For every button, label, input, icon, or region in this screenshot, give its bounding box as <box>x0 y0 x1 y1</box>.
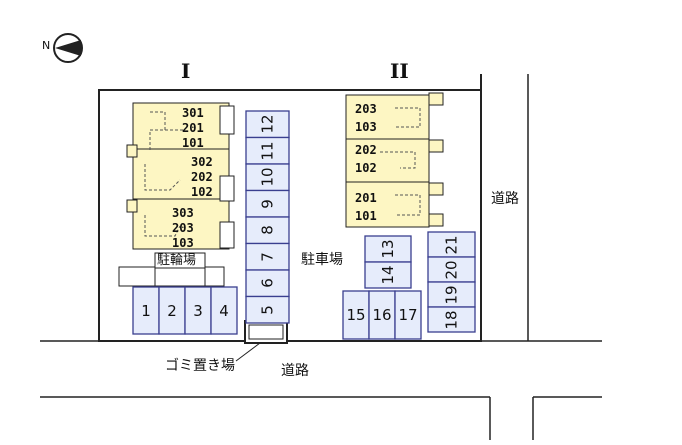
parking-layer <box>132 110 476 340</box>
unit-label: 302 <box>191 155 213 169</box>
unit-label: 201 <box>182 121 204 135</box>
parking-space <box>245 216 290 245</box>
building-2 <box>345 92 444 228</box>
building-1 <box>126 102 235 250</box>
unit-label: 202 <box>355 143 377 157</box>
road-lines <box>40 74 602 440</box>
unit-label: 203 <box>355 102 377 116</box>
parking-space <box>245 163 290 192</box>
north-arrow-icon <box>53 33 83 63</box>
parking-space <box>364 235 412 263</box>
bicycle-parking-label: 駐輪場 <box>157 253 197 268</box>
garbage-area <box>235 320 288 362</box>
road-bottom-label: 道路 <box>281 363 309 379</box>
unit-label: 301 <box>182 106 204 120</box>
road-right-label: 道路 <box>491 191 519 207</box>
parking-space <box>427 256 476 283</box>
bicycle-parking <box>118 252 225 287</box>
parking-space-number: 18 <box>442 309 461 330</box>
unit-label: 103 <box>172 236 194 250</box>
parking-space-number: 15 <box>346 306 366 324</box>
unit-label: 102 <box>355 161 377 175</box>
unit-label: 202 <box>191 170 213 184</box>
parking-space <box>245 269 290 298</box>
parking-space <box>245 295 290 324</box>
unit-label: 101 <box>355 209 377 223</box>
parking-space <box>342 290 370 340</box>
unit-label: 201 <box>355 191 377 205</box>
parking-space-number: 14 <box>379 265 397 285</box>
unit-label: 203 <box>172 221 194 235</box>
parking-space <box>427 231 476 258</box>
parking-space-number: 2 <box>167 301 177 320</box>
parking-space <box>368 290 396 340</box>
building-2-label: II <box>390 59 409 83</box>
garbage-label: ゴミ置き場 <box>165 358 235 374</box>
parking-space-number: 16 <box>372 306 392 324</box>
parking-space <box>210 286 238 335</box>
parking-space <box>394 290 422 340</box>
parking-space-number: 5 <box>258 304 277 315</box>
unit-label: 303 <box>172 206 194 220</box>
parking-label: 駐車場 <box>301 252 343 268</box>
parking-space-number: 1 <box>141 301 151 320</box>
building-1-label: I <box>181 59 191 83</box>
parking-space <box>132 286 160 335</box>
unit-label: 101 <box>182 136 204 150</box>
parking-space-number: 17 <box>398 306 418 324</box>
parking-space-number: 4 <box>219 301 229 320</box>
unit-label: 102 <box>191 185 213 199</box>
compass-label: N <box>42 39 51 52</box>
unit-label: 103 <box>355 120 377 134</box>
parking-space <box>427 306 476 333</box>
parking-space-number: 3 <box>193 301 203 320</box>
parking-space <box>364 261 412 289</box>
